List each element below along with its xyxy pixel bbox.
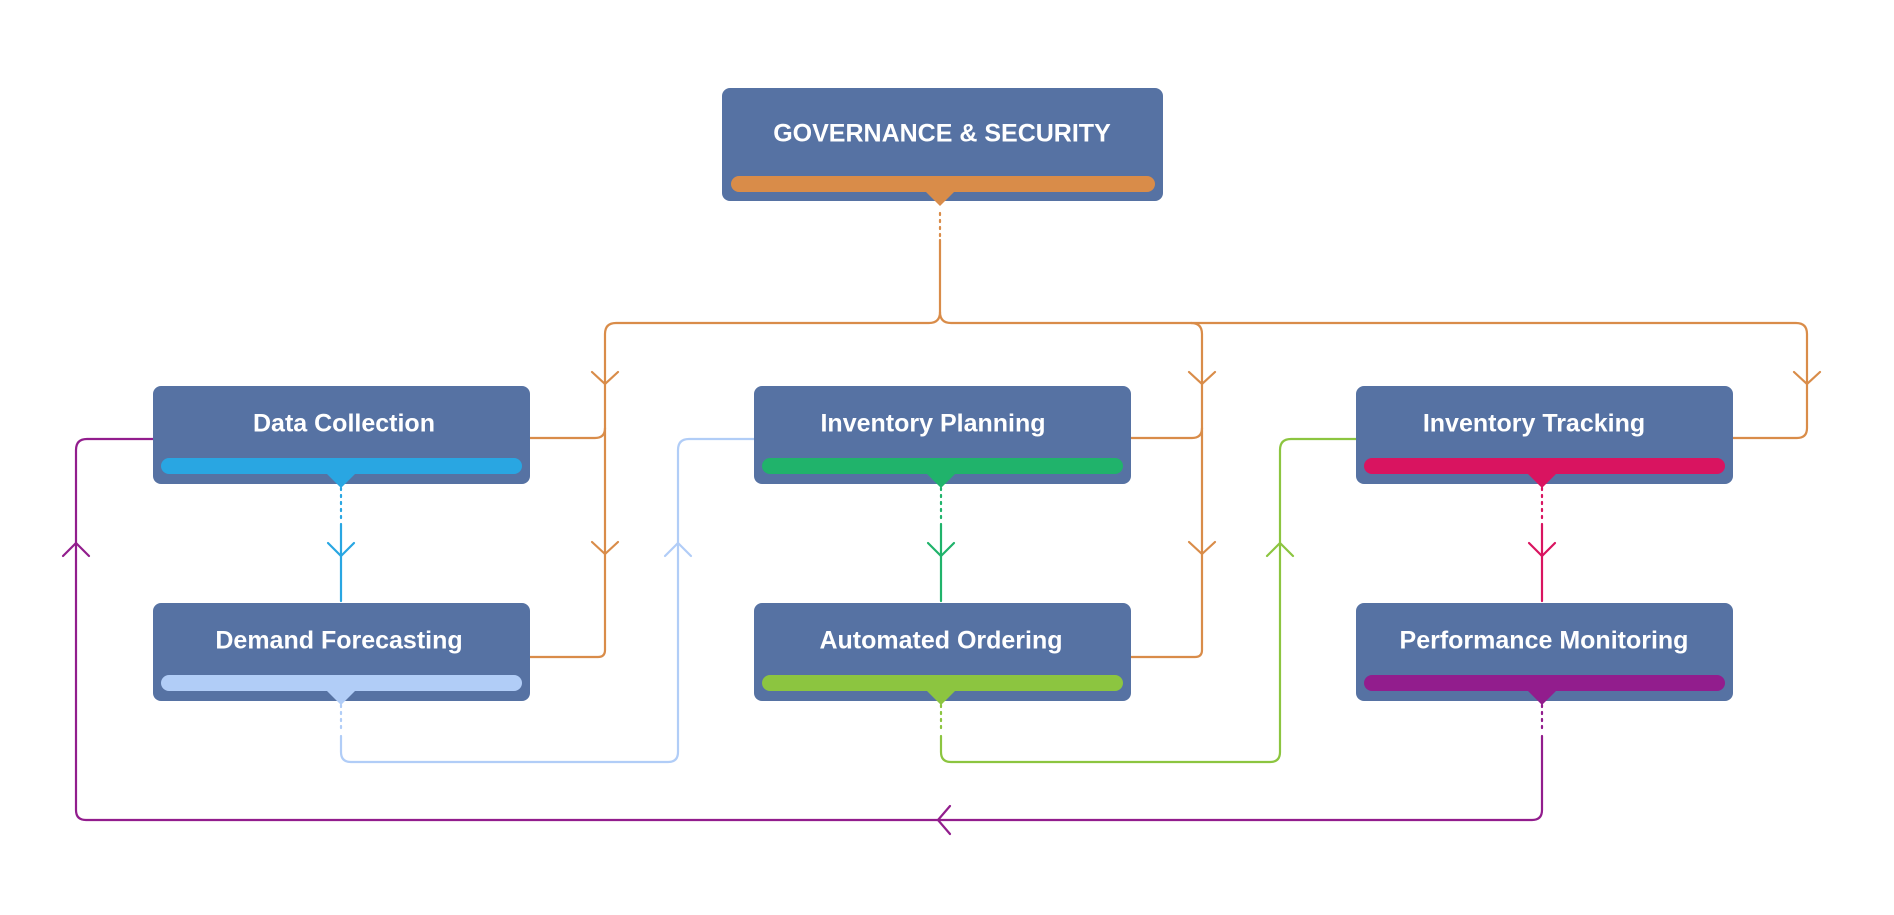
accent-notch [1526, 689, 1558, 705]
node-label: Demand Forecasting [215, 627, 462, 655]
accent-bar [161, 458, 522, 474]
node-label: Data Collection [253, 410, 435, 438]
node-inventory-planning[interactable]: Inventory Planning [754, 386, 1131, 488]
arrow-to-data-collection [590, 370, 620, 386]
accent-bar [161, 675, 522, 691]
connector-inventory-tracking-to-performance-monitoring [1527, 486, 1557, 603]
accent-notch [325, 689, 357, 705]
accent-bar [762, 675, 1123, 691]
governance-branch-right [938, 310, 1809, 440]
node-demand-forecasting[interactable]: Demand Forecasting [153, 603, 530, 705]
node-inventory-tracking[interactable]: Inventory Tracking [1356, 386, 1733, 488]
node-label: Inventory Tracking [1423, 410, 1645, 438]
node-governance-security[interactable]: GOVERNANCE & SECURITY [722, 88, 1163, 206]
arrow-to-performance-monitoring-red [1527, 541, 1557, 558]
connector-data-collection-to-demand-forecasting [326, 486, 356, 603]
arrow-to-inventory-planning [1187, 370, 1217, 386]
node-label: GOVERNANCE & SECURITY [773, 120, 1111, 148]
governance-branch-inventory-planning [1127, 426, 1204, 440]
node-label: Automated Ordering [819, 627, 1062, 655]
arrow-to-automated-ordering-green [926, 541, 956, 558]
arrow-to-inventory-planning-lightblue [663, 541, 693, 558]
arrow-to-demand-forecasting-blue [326, 541, 356, 558]
arrow-up-purple [61, 541, 91, 558]
accent-bar [762, 458, 1123, 474]
arrow-to-automated-ordering [1187, 540, 1217, 556]
node-automated-ordering[interactable]: Automated Ordering [754, 603, 1131, 705]
node-label: Inventory Planning [820, 410, 1045, 438]
accent-bar [1364, 675, 1725, 691]
governance-branch-data-collection [527, 426, 607, 440]
node-data-collection[interactable]: Data Collection [153, 386, 530, 488]
node-label: Performance Monitoring [1400, 627, 1689, 655]
arrow-left-purple [936, 804, 952, 836]
connector-demand-forecasting-to-inventory-planning [339, 437, 757, 764]
connector-automated-ordering-to-inventory-tracking [939, 437, 1360, 764]
accent-notch [325, 472, 357, 488]
governance-connectors [527, 211, 1822, 659]
accent-notch [925, 472, 957, 488]
accent-notch [924, 190, 956, 206]
arrow-to-demand-forecasting [590, 540, 620, 556]
accent-bar [1364, 458, 1725, 474]
node-performance-monitoring[interactable]: Performance Monitoring [1356, 603, 1733, 705]
arrow-to-inventory-tracking-green [1265, 541, 1295, 558]
connector-performance-monitoring-to-data-collection [61, 437, 1544, 836]
governance-branch-mid [1127, 321, 1204, 659]
connector-inventory-planning-to-automated-ordering [926, 486, 956, 603]
accent-bar [731, 176, 1155, 192]
accent-notch [925, 689, 957, 705]
accent-notch [1526, 472, 1558, 488]
arrow-to-inventory-tracking [1792, 370, 1822, 386]
governance-trunk [527, 238, 942, 659]
